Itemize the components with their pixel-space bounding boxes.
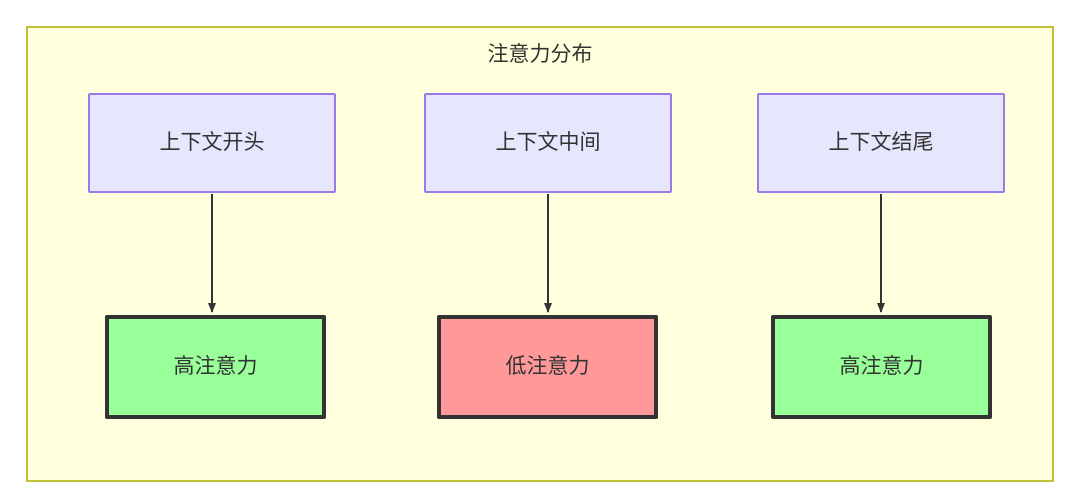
subgraph-title: 注意力分布 [487,43,593,66]
node-context-middle-label: 上下文中间 [495,131,601,155]
node-low-attention-middle[interactable]: 低注意力 [437,315,658,419]
node-context-start-label: 上下文开头 [159,131,265,155]
node-high-attention-start[interactable]: 高注意力 [105,315,326,419]
node-context-end-label: 上下文结尾 [828,131,934,155]
node-context-start[interactable]: 上下文开头 [88,93,336,193]
node-context-end[interactable]: 上下文结尾 [757,93,1005,193]
node-low-attention-middle-label: 低注意力 [505,355,590,379]
node-high-attention-end-label: 高注意力 [839,355,924,379]
node-context-middle[interactable]: 上下文中间 [424,93,672,193]
node-high-attention-end[interactable]: 高注意力 [771,315,992,419]
node-high-attention-start-label: 高注意力 [173,355,258,379]
